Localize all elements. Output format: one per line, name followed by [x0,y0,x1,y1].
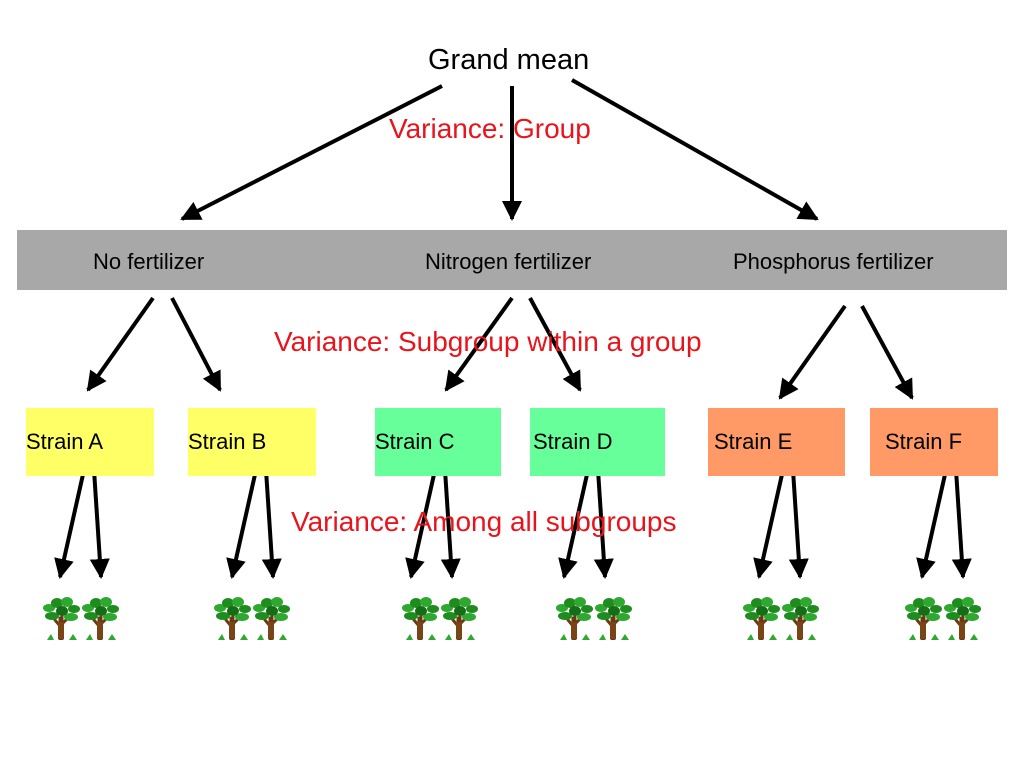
tree-seedling-icon [944,597,981,640]
group-no-fertilizer: No fertilizer [93,249,205,274]
tree-seedling-icon [82,597,119,640]
arrow-no-fert-to-strain-b [170,297,222,392]
arrow-strain-b-left [226,469,258,579]
arrow-grand-to-phosphorus [571,78,819,221]
arrow-nitrogen-to-strain-c [444,296,514,392]
strain-f-label: Strain F [885,429,963,454]
strain-f-box: Strain F [870,408,998,476]
variance-group-label: Variance: Group [389,113,591,144]
strain-e-label: Strain E [714,429,793,454]
strain-a-label: Strain A [26,429,104,454]
arrow-nitrogen-to-strain-d [528,297,582,392]
arrow-strain-f-left [916,469,948,579]
group-band [17,230,1007,290]
tree-seedling-icon [905,597,942,640]
tree-seedling-icon [214,597,251,640]
tree-seedling-icon [441,597,478,640]
arrow-strain-d-left [558,469,590,579]
arrow-strain-a-right [89,469,110,579]
group-phosphorus-fertilizer: Phosphorus fertilizer [733,249,934,274]
tree-seedling-icon [253,597,290,640]
tree-seedling-icon [43,597,80,640]
strain-c-box: Strain C [375,408,501,476]
tree-seedling-icon [595,597,632,640]
page-title: Grand mean [428,44,590,76]
arrow-phosphorus-to-strain-f [860,305,914,400]
strain-d-box: Strain D [530,408,665,476]
strain-d-label: Strain D [533,429,613,454]
tree-seedling-icon [556,597,593,640]
arrow-strain-a-left [54,469,86,579]
tree-seedling-icon [743,597,780,640]
arrow-strain-d-right [593,469,614,579]
strain-c-label: Strain C [375,429,455,454]
strain-b-box: Strain B [188,408,316,476]
arrow-strain-f-right [951,469,972,579]
group-nitrogen-fertilizer: Nitrogen fertilizer [425,249,592,274]
arrow-strain-c-left [405,469,437,579]
tree-seedling-icon [782,597,819,640]
variance-subgroup-label: Variance: Subgroup within a group [274,326,702,357]
strain-a-box: Strain A [26,408,154,476]
arrow-strain-e-right [788,469,809,579]
arrow-phosphorus-to-strain-e [778,304,847,400]
strain-b-label: Strain B [188,429,267,454]
arrow-grand-to-no-fertilizer [180,84,443,221]
arrow-strain-c-right [440,469,461,579]
strain-e-box: Strain E [708,408,845,476]
tree-seedling-icon [402,597,439,640]
variance-among-label: Variance: Among all subgroups [291,506,677,537]
arrow-strain-b-right [261,469,282,579]
arrow-no-fert-to-strain-a [86,296,155,392]
arrow-strain-e-left [753,469,785,579]
